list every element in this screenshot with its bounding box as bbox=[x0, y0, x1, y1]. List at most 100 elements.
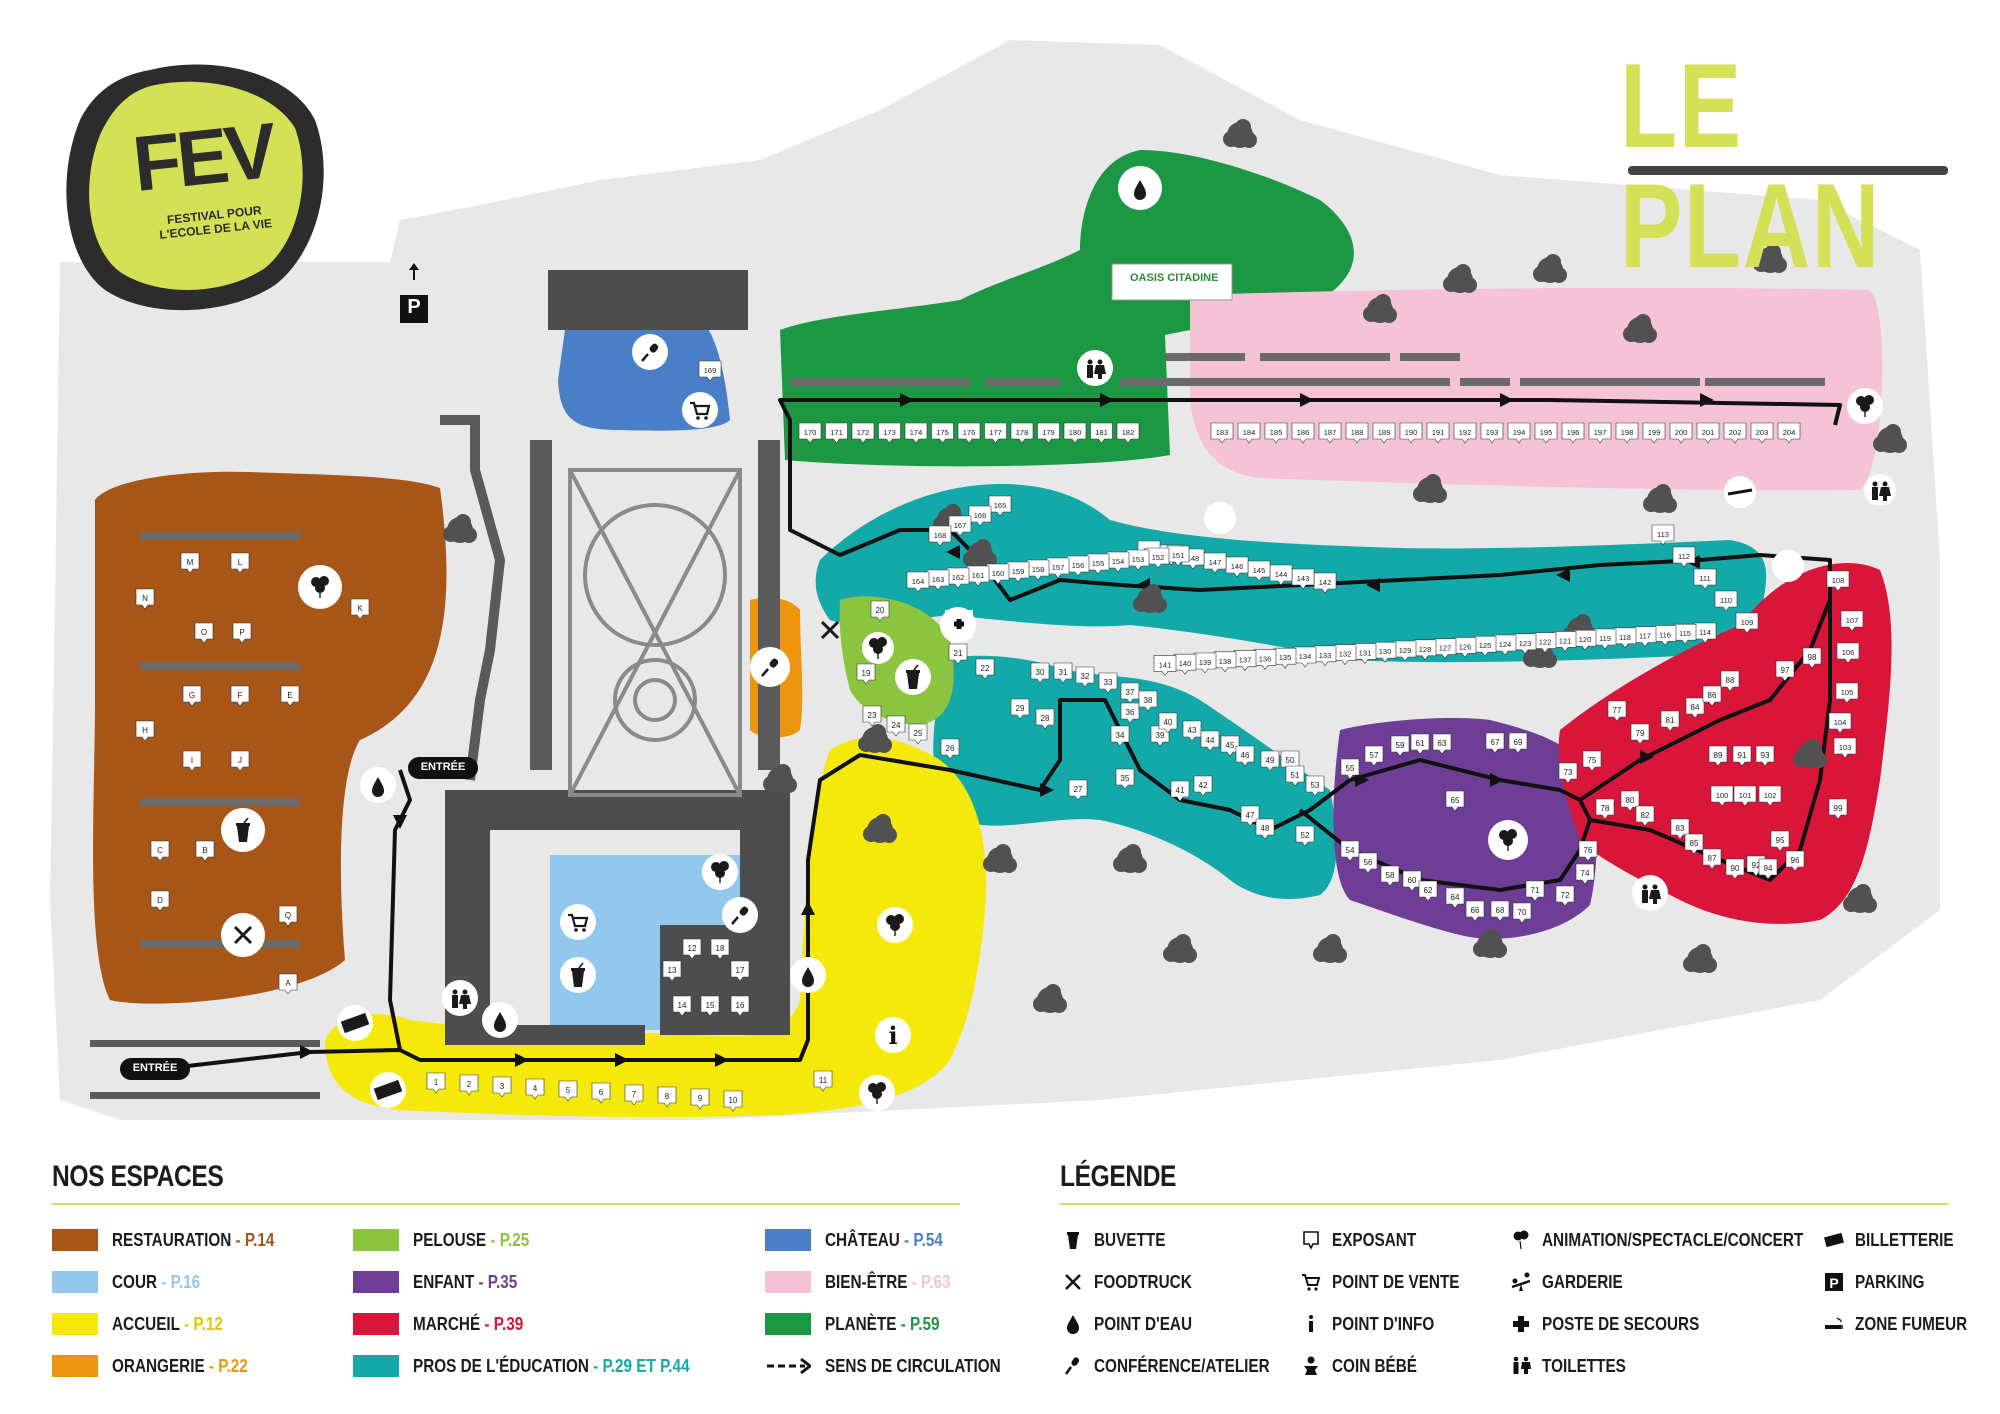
stand-marker[interactable]: 109 bbox=[1735, 612, 1759, 634]
stand-marker[interactable]: 184 bbox=[1237, 422, 1261, 444]
stand-marker[interactable]: M bbox=[180, 552, 200, 574]
stand-marker[interactable]: 68 bbox=[1490, 900, 1510, 922]
stand-marker[interactable]: 6 bbox=[591, 1082, 611, 1104]
stand-marker[interactable]: E bbox=[280, 685, 300, 707]
stand-marker[interactable]: 43 bbox=[1182, 720, 1202, 742]
stand-marker[interactable]: 175 bbox=[931, 422, 954, 444]
stand-marker[interactable]: 61 bbox=[1410, 733, 1430, 755]
stand-marker[interactable]: 201 bbox=[1696, 422, 1720, 444]
stand-marker[interactable]: 111 bbox=[1693, 568, 1717, 590]
stand-marker[interactable]: 16 bbox=[730, 995, 750, 1017]
stand-marker[interactable]: 34 bbox=[1110, 725, 1130, 747]
stand-marker[interactable]: 91 bbox=[1732, 745, 1752, 767]
stand-marker[interactable]: 144 bbox=[1269, 564, 1293, 586]
stand-marker[interactable]: 174 bbox=[904, 422, 928, 444]
stand-marker[interactable]: 187 bbox=[1318, 422, 1342, 444]
stand-marker[interactable]: 81 bbox=[1660, 710, 1680, 732]
stand-marker[interactable]: 193 bbox=[1480, 422, 1504, 444]
stand-marker[interactable]: 11 bbox=[813, 1070, 833, 1092]
stand-marker[interactable]: 80 bbox=[1620, 790, 1640, 812]
stand-marker[interactable]: 143 bbox=[1291, 568, 1315, 590]
stand-marker[interactable]: 82 bbox=[1635, 805, 1655, 827]
stand-marker[interactable]: 95 bbox=[1770, 830, 1790, 852]
stand-marker[interactable]: 112 bbox=[1672, 546, 1696, 568]
stand-marker[interactable]: 33 bbox=[1098, 672, 1118, 694]
stand-marker[interactable]: 98 bbox=[1802, 647, 1822, 669]
stand-marker[interactable]: 101 bbox=[1733, 785, 1757, 807]
stand-marker[interactable]: 72 bbox=[1555, 885, 1575, 907]
stand-marker[interactable]: 7 bbox=[624, 1084, 644, 1106]
stand-marker[interactable]: 4 bbox=[525, 1078, 545, 1100]
stand-marker[interactable]: A bbox=[278, 973, 298, 995]
stand-marker[interactable]: 110 bbox=[1714, 590, 1738, 612]
stand-marker[interactable]: 32 bbox=[1075, 666, 1095, 688]
stand-marker[interactable]: 20 bbox=[870, 600, 890, 622]
stand-marker[interactable]: 55 bbox=[1340, 758, 1360, 780]
stand-marker[interactable]: 53 bbox=[1305, 775, 1325, 797]
stand-marker[interactable]: 47 bbox=[1240, 805, 1260, 827]
stand-marker[interactable]: 59 bbox=[1390, 735, 1410, 757]
stand-marker[interactable]: 147 bbox=[1203, 552, 1227, 574]
stand-marker[interactable]: 79 bbox=[1630, 723, 1650, 745]
stand-marker[interactable]: 44 bbox=[1200, 730, 1220, 752]
stand-marker[interactable]: 189 bbox=[1372, 422, 1396, 444]
stand-marker[interactable]: 29 bbox=[1010, 698, 1030, 720]
stand-marker[interactable]: 182 bbox=[1116, 422, 1140, 444]
stand-marker[interactable]: 46 bbox=[1235, 745, 1255, 767]
stand-marker[interactable]: 54 bbox=[1340, 840, 1360, 862]
stand-marker[interactable]: 45 bbox=[1220, 735, 1240, 757]
stand-marker[interactable]: 103 bbox=[1833, 737, 1857, 759]
stand-marker[interactable]: 62 bbox=[1418, 880, 1438, 902]
stand-marker[interactable]: 97 bbox=[1775, 660, 1795, 682]
stand-marker[interactable]: 172 bbox=[851, 422, 875, 444]
stand-marker[interactable]: 141 bbox=[1153, 655, 1177, 676]
stand-marker[interactable]: 26 bbox=[940, 738, 960, 760]
stand-marker[interactable]: 194 bbox=[1507, 422, 1531, 444]
stand-marker[interactable]: 67 bbox=[1485, 732, 1505, 754]
stand-marker[interactable]: 177 bbox=[984, 422, 1007, 444]
stand-marker[interactable]: 41 bbox=[1170, 780, 1190, 802]
stand-marker[interactable]: 169 bbox=[698, 360, 722, 382]
stand-marker[interactable]: 183 bbox=[1210, 422, 1234, 444]
stand-marker[interactable]: 196 bbox=[1561, 422, 1585, 444]
stand-marker[interactable]: 49 bbox=[1260, 750, 1280, 772]
stand-marker[interactable]: 56 bbox=[1358, 852, 1378, 874]
stand-marker[interactable]: 73 bbox=[1558, 762, 1578, 784]
stand-marker[interactable]: 178 bbox=[1010, 422, 1034, 444]
stand-marker[interactable]: 30 bbox=[1030, 662, 1050, 684]
stand-marker[interactable]: 107 bbox=[1840, 610, 1864, 632]
stand-marker[interactable]: 15 bbox=[700, 995, 720, 1017]
stand-marker[interactable]: 35 bbox=[1115, 768, 1135, 790]
stand-marker[interactable]: 146 bbox=[1225, 556, 1249, 578]
stand-marker[interactable]: 13 bbox=[662, 960, 682, 982]
stand-marker[interactable]: H bbox=[135, 720, 155, 742]
stand-marker[interactable]: 38 bbox=[1138, 690, 1158, 712]
stand-marker[interactable]: 86 bbox=[1702, 685, 1722, 707]
stand-marker[interactable]: P bbox=[232, 622, 252, 644]
stand-marker[interactable]: L bbox=[230, 552, 250, 574]
stand-marker[interactable]: 64 bbox=[1445, 887, 1465, 909]
stand-marker[interactable]: 10 bbox=[723, 1090, 743, 1112]
stand-marker[interactable]: 22 bbox=[975, 658, 995, 680]
stand-marker[interactable]: 106 bbox=[1836, 642, 1860, 664]
stand-marker[interactable]: 94 bbox=[1758, 858, 1778, 880]
stand-marker[interactable]: 19 bbox=[856, 663, 876, 685]
stand-marker[interactable]: 181 bbox=[1090, 422, 1113, 444]
stand-marker[interactable]: 70 bbox=[1512, 902, 1532, 924]
stand-marker[interactable]: 191 bbox=[1426, 422, 1450, 444]
stand-marker[interactable]: N bbox=[135, 588, 155, 610]
stand-marker[interactable]: 63 bbox=[1432, 733, 1452, 755]
stand-marker[interactable]: 1 bbox=[426, 1072, 446, 1094]
stand-marker[interactable]: 197 bbox=[1588, 422, 1612, 444]
stand-marker[interactable]: 104 bbox=[1828, 712, 1852, 734]
stand-marker[interactable]: 24 bbox=[886, 715, 906, 737]
stand-marker[interactable]: 180 bbox=[1063, 422, 1087, 444]
stand-marker[interactable]: 65 bbox=[1445, 790, 1465, 812]
stand-marker[interactable]: 88 bbox=[1720, 670, 1740, 692]
stand-marker[interactable]: K bbox=[350, 598, 370, 620]
stand-marker[interactable]: 200 bbox=[1669, 422, 1693, 444]
stand-marker[interactable]: I bbox=[182, 750, 202, 772]
stand-marker[interactable]: 42 bbox=[1193, 775, 1213, 797]
stand-marker[interactable]: D bbox=[150, 890, 170, 912]
stand-marker[interactable]: 188 bbox=[1345, 422, 1369, 444]
